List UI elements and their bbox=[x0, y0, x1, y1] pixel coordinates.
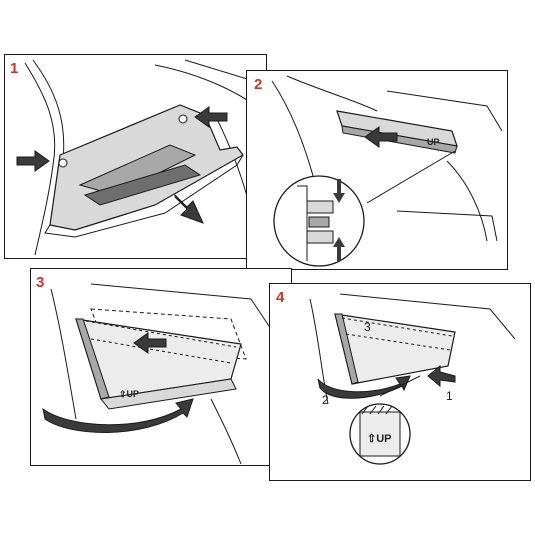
push-arrow-icon bbox=[333, 179, 345, 261]
curved-rotate-arrow-icon bbox=[42, 398, 194, 434]
cover-up-text: UP bbox=[427, 137, 440, 147]
step-3-number: 3 bbox=[36, 274, 45, 291]
push-arrow-icon bbox=[16, 150, 50, 172]
callout-label-1: 1 bbox=[446, 389, 453, 403]
filter-cover-illustration: UP bbox=[271, 75, 503, 267]
filter-removal-illustration: ⇧UP bbox=[42, 283, 272, 465]
step-2-number: 2 bbox=[254, 76, 263, 93]
step-4-number: 4 bbox=[276, 289, 285, 306]
step-1-number: 1 bbox=[10, 60, 19, 77]
step-3-panel: 3 ⇧UP bbox=[30, 268, 292, 466]
step-2-panel: 2 UP bbox=[246, 70, 508, 270]
pull-arrow-icon bbox=[174, 193, 204, 224]
step-1-panel: 1 bbox=[4, 54, 267, 259]
pull-arrow-icon bbox=[133, 332, 167, 354]
filter-up-label: ⇧UP bbox=[119, 389, 139, 399]
push-arrow-icon bbox=[427, 364, 456, 388]
filter-install-illustration: ⇧UP bbox=[309, 293, 516, 465]
inset-up-label: ⇧UP bbox=[367, 433, 392, 445]
pull-arrow-icon bbox=[364, 126, 398, 148]
step-4-panel: 4 ⇧UP 3 2 1 bbox=[269, 283, 531, 481]
callout-label-3: 3 bbox=[364, 320, 371, 334]
glove-box-illustration bbox=[16, 59, 266, 256]
push-arrow-icon bbox=[194, 106, 228, 128]
callout-label-2: 2 bbox=[322, 393, 329, 407]
